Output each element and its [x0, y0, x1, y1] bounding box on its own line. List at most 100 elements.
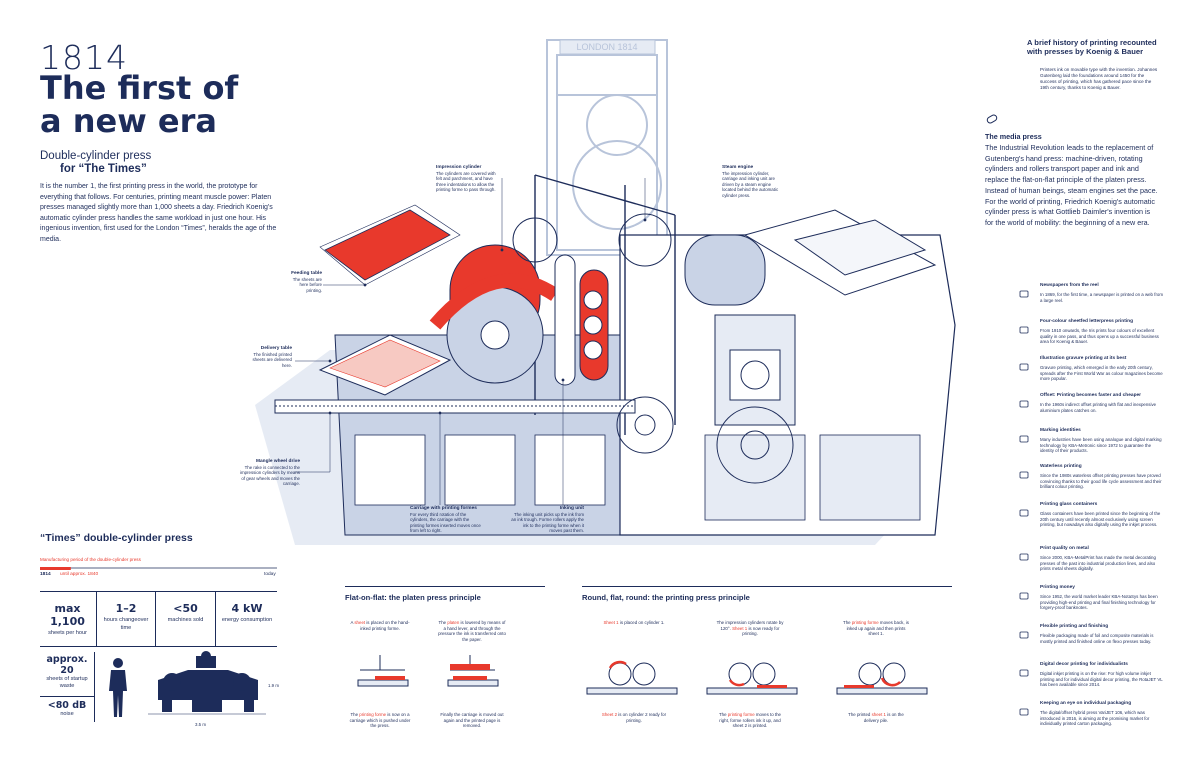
stat-label: sheets per hour	[48, 630, 87, 636]
milestone-text: In the 1960s indirect offset printing wi…	[1040, 402, 1157, 413]
callout-title: Inking unit	[559, 506, 584, 511]
milestone-text: From 1910 onwards, the Iris prints four …	[1040, 328, 1159, 345]
person-silhouette-icon	[109, 658, 127, 717]
step-text: is on cylinder 2 ready for printing.	[617, 712, 667, 723]
timeline-start: 1814	[40, 572, 51, 577]
callout-delivery-table: Delivery table The finished printed shee…	[250, 346, 292, 368]
milestone-item: Digital decor printing for individualist…	[1040, 662, 1165, 688]
timeline-end: today	[264, 572, 276, 577]
callout-inking-unit: Inking unit The inking unit picks up the…	[510, 506, 584, 534]
milestone-text: Since 1952, the world market leader KBA-…	[1040, 594, 1158, 611]
bottle-icon	[1018, 506, 1030, 518]
rotary-step-1: Sheet 1 is placed on cylinder 1.	[600, 620, 668, 626]
section-divider	[345, 586, 545, 587]
right-paper-sheet	[793, 219, 927, 276]
step-text: is lowered by means of a hand lever, and…	[438, 620, 506, 642]
waterless-icon	[1018, 468, 1030, 480]
stats-grid: max 1,100 sheets per hour 1–2 hours chan…	[40, 591, 277, 647]
callout-title: Impression cylinder	[436, 165, 482, 170]
money-icon	[1018, 589, 1030, 601]
step-highlight: Sheet 1	[732, 625, 748, 631]
callout-impression-cylinder: Impression cylinder The cylinders are co…	[436, 165, 502, 193]
rotary-step-3: The printing forme moves back, is inked …	[842, 620, 910, 637]
callout-text: For every third rotation of the cylinder…	[410, 511, 481, 534]
intro-text: It is the number 1, the first printing p…	[40, 183, 277, 243]
step-text: is placed on the hand-inked printing for…	[360, 620, 410, 631]
milestone-item: Four-colour sheetfed letterpress printin…	[1040, 319, 1165, 345]
milestone-title: Marking identities	[1040, 428, 1081, 433]
callout-title: Carriage with printing formes	[410, 506, 477, 511]
stat-label: machines sold	[167, 617, 204, 623]
box-icon	[1018, 705, 1030, 717]
page-title: The first of a new era	[40, 69, 239, 140]
callout-text: The finished printed sheets are delivere…	[252, 351, 292, 368]
milestone-title: Newspapers from the reel	[1040, 283, 1099, 288]
step-text: is on the delivery pile.	[863, 712, 904, 723]
stat-value: 1–2	[115, 602, 137, 615]
magazine-icon	[1018, 360, 1030, 372]
section-divider	[582, 586, 952, 587]
barcode-icon	[1018, 432, 1030, 444]
milestone-title: Four-colour sheetfed letterpress printin…	[1040, 319, 1134, 324]
step-highlight: printing forme	[851, 620, 879, 625]
stat-value: approx. 20	[46, 654, 88, 676]
callout-text: The cylinders are covered with felt and …	[436, 170, 496, 193]
stat-label: noise	[60, 711, 74, 717]
stat-label: energy consumption	[221, 617, 273, 623]
step-text: The	[719, 712, 728, 717]
milestone-title: Flexible printing and finishing	[1040, 624, 1109, 629]
platen-step-2: The platen is lowered by means of a hand…	[438, 620, 506, 642]
colour-icon	[1018, 323, 1030, 335]
stat-value: <50	[173, 602, 198, 615]
production-timeline	[40, 567, 277, 570]
stat-sheets: max 1,100 sheets per hour	[40, 592, 95, 648]
stat-energy: 4 kW energy consumption	[218, 592, 276, 648]
stat-machines-sold: <50 machines sold	[158, 592, 213, 648]
feeding-table-sheet	[324, 209, 451, 281]
callout-mangle-wheel: Mangle wheel drive The rake is connected…	[238, 459, 300, 487]
printing-press-illustration: LONDON 1814	[255, 39, 956, 545]
carriage-rail	[274, 399, 636, 414]
step-text: The	[438, 620, 448, 625]
milestone-item: Newspapers from the reel In 1869, for the…	[1040, 283, 1165, 303]
step-text: moves back, is inked up again and then p…	[846, 620, 909, 637]
rotary-step-4: Sheet 2 is on cylinder 2 ready for print…	[600, 712, 668, 723]
timeline-until: until approx. 1840	[60, 572, 99, 577]
milestone-item: Illustration gravure printing at its bes…	[1040, 356, 1165, 382]
subtitle-line-2: for “The Times”	[60, 163, 147, 175]
right-machine-body	[619, 234, 956, 536]
callout-text: The rake is connected to the impression …	[239, 464, 300, 487]
stat-value: <80 dB	[47, 700, 87, 711]
step-highlight: platen	[447, 620, 460, 625]
step-highlight: printing forme	[359, 712, 387, 717]
stat-label: hours changeover time	[103, 617, 149, 631]
step-text: The	[843, 620, 852, 625]
milestone-text: Glass containers have been printed since…	[1040, 511, 1161, 528]
callout-carriage: Carriage with printing formes For every …	[410, 506, 482, 534]
callout-text: The inking unit picks up the ink from an…	[511, 511, 584, 534]
callout-title: Mangle wheel drive	[256, 459, 300, 464]
machine-tower	[546, 39, 668, 256]
subtitle-line-1: Double-cylinder press	[40, 150, 152, 162]
stats-divider	[155, 592, 156, 647]
milestone-text: In 1869, for the first time, a newspaper…	[1040, 292, 1164, 303]
rotary-step-6: The printed sheet 1 is on the delivery p…	[842, 712, 910, 723]
rotary-section-title: Round, flat, round: the printing press p…	[582, 593, 750, 602]
step-highlight: sheet 1	[871, 712, 886, 717]
stats-divider	[215, 592, 216, 647]
stats-title: “Times” double-cylinder press	[40, 532, 193, 544]
step-text: is placed on cylinder 1.	[618, 620, 665, 625]
step-text: The impression cylinders rotate by 120°.	[716, 620, 784, 631]
history-title: A brief history of printing recounted wi…	[1027, 38, 1157, 56]
milestone-title: Digital decor printing for individualist…	[1040, 662, 1128, 667]
impression-cylinders	[429, 244, 559, 384]
callout-feeding-table: Feeding table The sheets are here before…	[286, 271, 322, 293]
delivery-printed-sheets	[329, 339, 441, 388]
milestone-text: Gravure printing, which emerged in the e…	[1040, 365, 1163, 382]
milestone-title: Waterless printing	[1040, 464, 1082, 469]
